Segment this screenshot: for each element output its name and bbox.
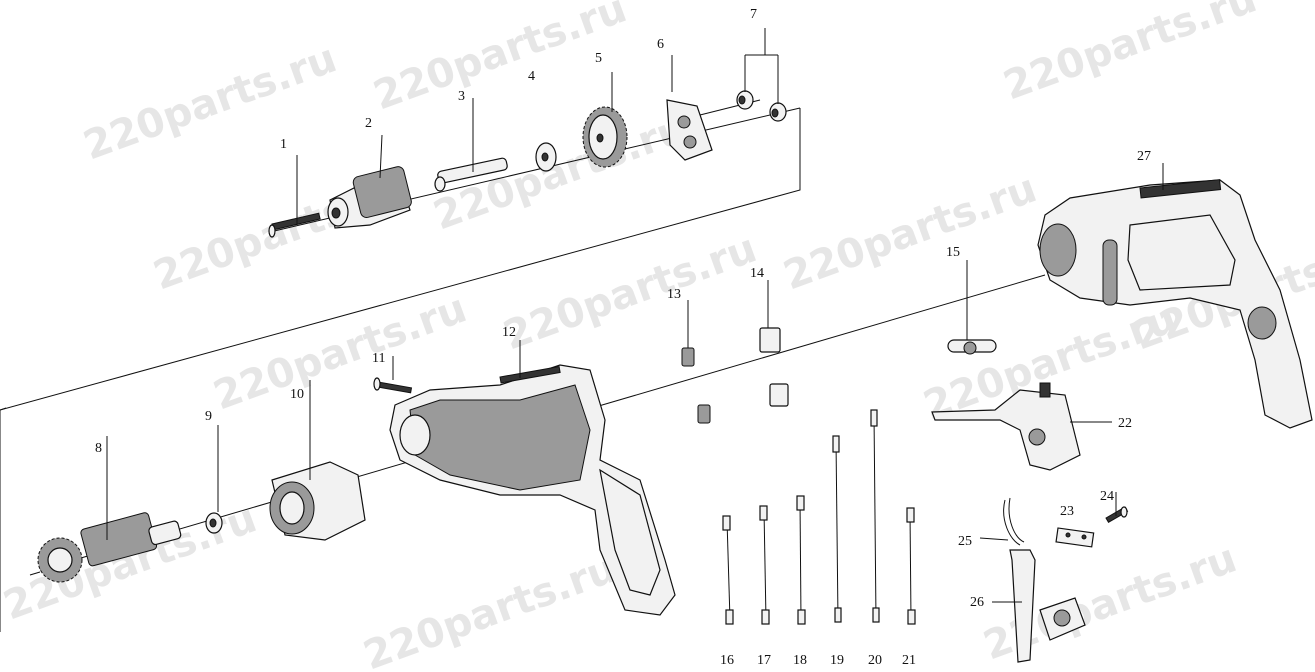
- part-label-25: 25: [958, 534, 972, 549]
- part-label-11: 11: [372, 351, 385, 366]
- wire-part-17: [759, 505, 770, 625]
- leader-lines: [106, 28, 1164, 603]
- part-label-27: 27: [1137, 149, 1151, 164]
- part-label-2: 2: [365, 116, 372, 131]
- part-label-4: 4: [528, 69, 535, 84]
- part-label-17: 17: [757, 653, 771, 668]
- part-label-21: 21: [902, 653, 916, 668]
- switch-part-22: [931, 382, 1081, 471]
- switch-button-part-15: [947, 339, 997, 355]
- part-label-15: 15: [946, 245, 960, 260]
- part-label-18: 18: [793, 653, 807, 668]
- cord-clamp-part-23: [1055, 527, 1095, 548]
- part-label-5: 5: [595, 51, 602, 66]
- wire-part-16: [722, 515, 734, 625]
- gear-plate-part-6: [666, 99, 713, 161]
- screw-part-11: [373, 377, 413, 394]
- part-number-labels: 1 2 3 4 5 6 7 8 9 10 11 12 13 14 15 16 1…: [95, 7, 1151, 668]
- part-label-8: 8: [95, 441, 102, 456]
- housing-part-27: [1037, 179, 1313, 429]
- part-label-12: 12: [502, 325, 516, 340]
- washer-part-4: [535, 142, 557, 172]
- part-label-16: 16: [720, 653, 734, 668]
- armature-part-8: [29, 512, 182, 583]
- watermark: 220parts.ru: [358, 545, 623, 672]
- part-label-1: 1: [280, 137, 287, 152]
- exploded-frame: [0, 108, 801, 632]
- part-label-24: 24: [1100, 489, 1114, 504]
- part-label-9: 9: [205, 409, 212, 424]
- watermark: 220parts.ru: [78, 35, 343, 169]
- chuck-part-2: [327, 166, 412, 229]
- part-label-6: 6: [657, 37, 664, 52]
- wire-part-21: [906, 507, 916, 625]
- spindle-part-3: [434, 157, 508, 192]
- brush-holder-part-14: [759, 327, 789, 407]
- stator-part-10: [269, 461, 366, 541]
- bushing-part-7a: [736, 90, 754, 110]
- watermark: 220parts.ru: [498, 225, 763, 359]
- part-label-14: 14: [750, 266, 764, 281]
- wire-part-18: [796, 495, 806, 625]
- gear-part-5: [582, 106, 628, 168]
- part-label-10: 10: [290, 387, 304, 402]
- cord-guard-part-26: [1009, 549, 1086, 663]
- cord-part-25: [1003, 497, 1025, 546]
- part-label-19: 19: [830, 653, 844, 668]
- watermark: 220parts.ru: [368, 0, 633, 119]
- brush-part-13: [681, 347, 711, 424]
- part-label-20: 20: [868, 653, 882, 668]
- wire-part-19: [832, 435, 842, 623]
- part-label-22: 22: [1118, 416, 1132, 431]
- watermark: 220parts.ru: [998, 0, 1263, 109]
- bearing-part-9: [205, 512, 223, 534]
- screw-part-24: [1105, 506, 1129, 524]
- part-label-23: 23: [1060, 504, 1074, 519]
- wire-part-20: [870, 409, 880, 623]
- watermark: 220parts.ru: [778, 165, 1043, 299]
- housing-part-12: [389, 364, 676, 616]
- part-label-3: 3: [458, 89, 465, 104]
- part-label-26: 26: [970, 595, 984, 610]
- bushing-part-7b: [769, 102, 787, 122]
- part-label-13: 13: [667, 287, 681, 302]
- part-label-7: 7: [750, 7, 757, 22]
